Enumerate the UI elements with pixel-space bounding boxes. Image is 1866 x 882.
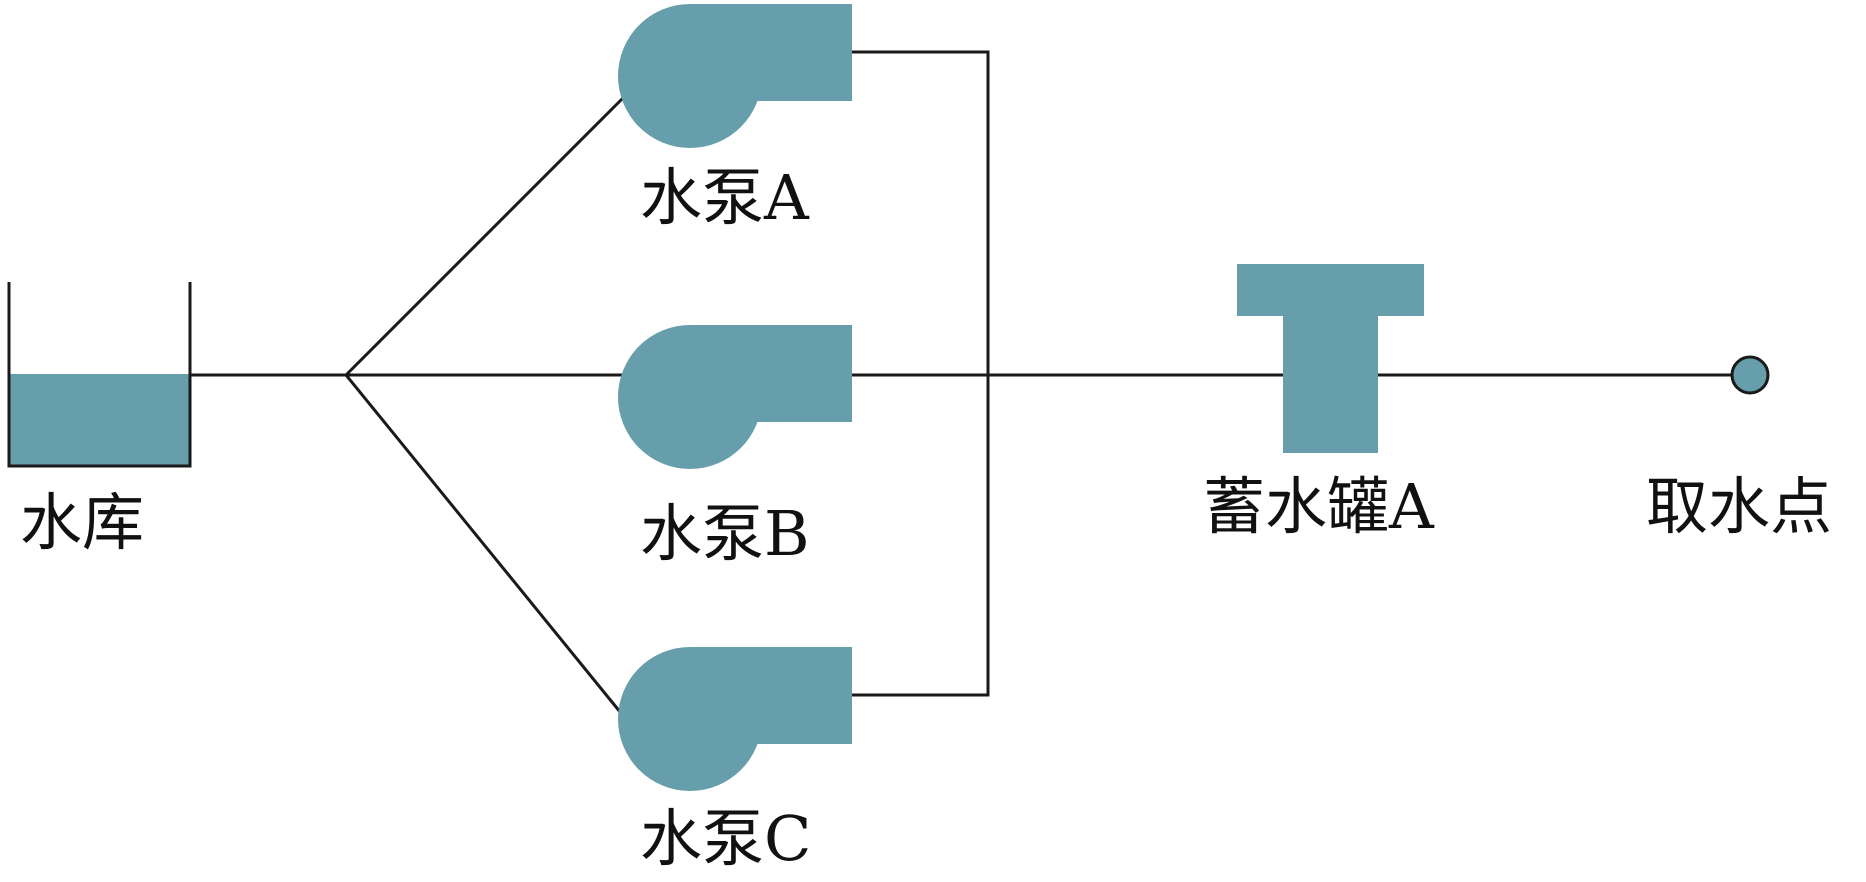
tank-a-label: 蓄水罐A	[1203, 470, 1434, 543]
tank-a	[1237, 264, 1424, 453]
pump-c-label: 水泵C	[640, 802, 812, 875]
outlet-label: 取水点	[1646, 470, 1833, 543]
pump-c-outlet	[690, 647, 852, 744]
pipe-split-to-pump-a	[344, 94, 627, 377]
pump-b-label: 水泵B	[640, 497, 810, 570]
tank-a-body	[1283, 316, 1378, 453]
pump-a-outlet	[690, 4, 852, 101]
reservoir-label: 水库	[20, 486, 145, 559]
pump-a-label: 水泵A	[640, 161, 809, 234]
pipe-split-to-pump-c	[344, 374, 627, 719]
reservoir-water	[9, 374, 190, 466]
tank-a-top	[1237, 264, 1424, 316]
reservoir	[7, 282, 192, 468]
pump-a	[618, 4, 852, 148]
pipe-pump-c-outlet	[850, 375, 990, 697]
pump-b-outlet	[690, 325, 852, 422]
pipe-network	[190, 50, 1732, 719]
pump-b	[618, 325, 852, 469]
outlet-point	[1730, 355, 1770, 395]
pump-c	[618, 647, 852, 791]
pipe-pump-a-outlet	[850, 50, 990, 375]
